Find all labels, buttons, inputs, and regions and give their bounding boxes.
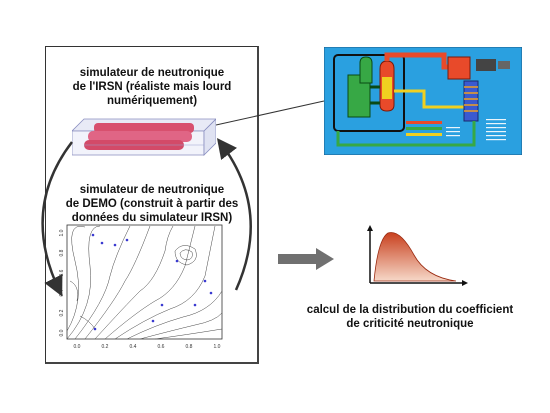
demo-title-line-1: simulateur de neutronique xyxy=(79,184,225,196)
irsn-title-line-2: de l'IRSN (réaliste mais lourd xyxy=(72,81,232,93)
irsn-title-line-3: numériquement) xyxy=(106,95,198,107)
x-tick-1: 0.2 xyxy=(102,344,109,350)
flow-arrow xyxy=(278,248,334,270)
fuel-rod-model xyxy=(72,118,216,156)
demo-title-line-3: données du simulateur IRSN) xyxy=(71,212,233,224)
y-tick-4: 0.8 xyxy=(59,249,65,256)
result-line-1: calcul de la distribution du coefficient xyxy=(306,304,514,316)
demo-title-line-2: de DEMO (construit à partir des xyxy=(65,198,239,210)
x-tick-0: 0.0 xyxy=(74,344,81,350)
x-tick-5: 1.0 xyxy=(214,344,221,350)
y-tick-5: 1.0 xyxy=(59,229,65,236)
x-tick-3: 0.6 xyxy=(158,344,165,350)
demo-simulator-title: simulateur de neutronique de DEMO (const… xyxy=(45,183,259,225)
result-line-2: de criticité neutronique xyxy=(346,318,474,330)
distribution-curve xyxy=(367,225,468,286)
y-tick-0: 0.0 xyxy=(59,329,65,336)
irsn-simulator-title: simulateur de neutronique de l'IRSN (réa… xyxy=(45,66,259,108)
y-tick-1: 0.2 xyxy=(59,309,65,316)
reactor-plant-schematic xyxy=(324,47,522,155)
contour-plot-area xyxy=(66,224,223,340)
y-tick-2: 0.4 xyxy=(59,289,65,296)
contour-lines xyxy=(66,225,223,340)
x-tick-4: 0.8 xyxy=(186,344,193,350)
irsn-title-line-1: simulateur de neutronique xyxy=(79,67,225,79)
sample-points xyxy=(91,233,213,331)
result-caption: calcul de la distribution du coefficient… xyxy=(285,303,535,331)
x-tick-2: 0.4 xyxy=(130,344,137,350)
contour-plot: 0.0 0.2 0.4 0.6 0.8 1.0 0.0 0.2 0.4 0.6 … xyxy=(59,224,223,350)
y-tick-3: 0.6 xyxy=(59,269,65,276)
